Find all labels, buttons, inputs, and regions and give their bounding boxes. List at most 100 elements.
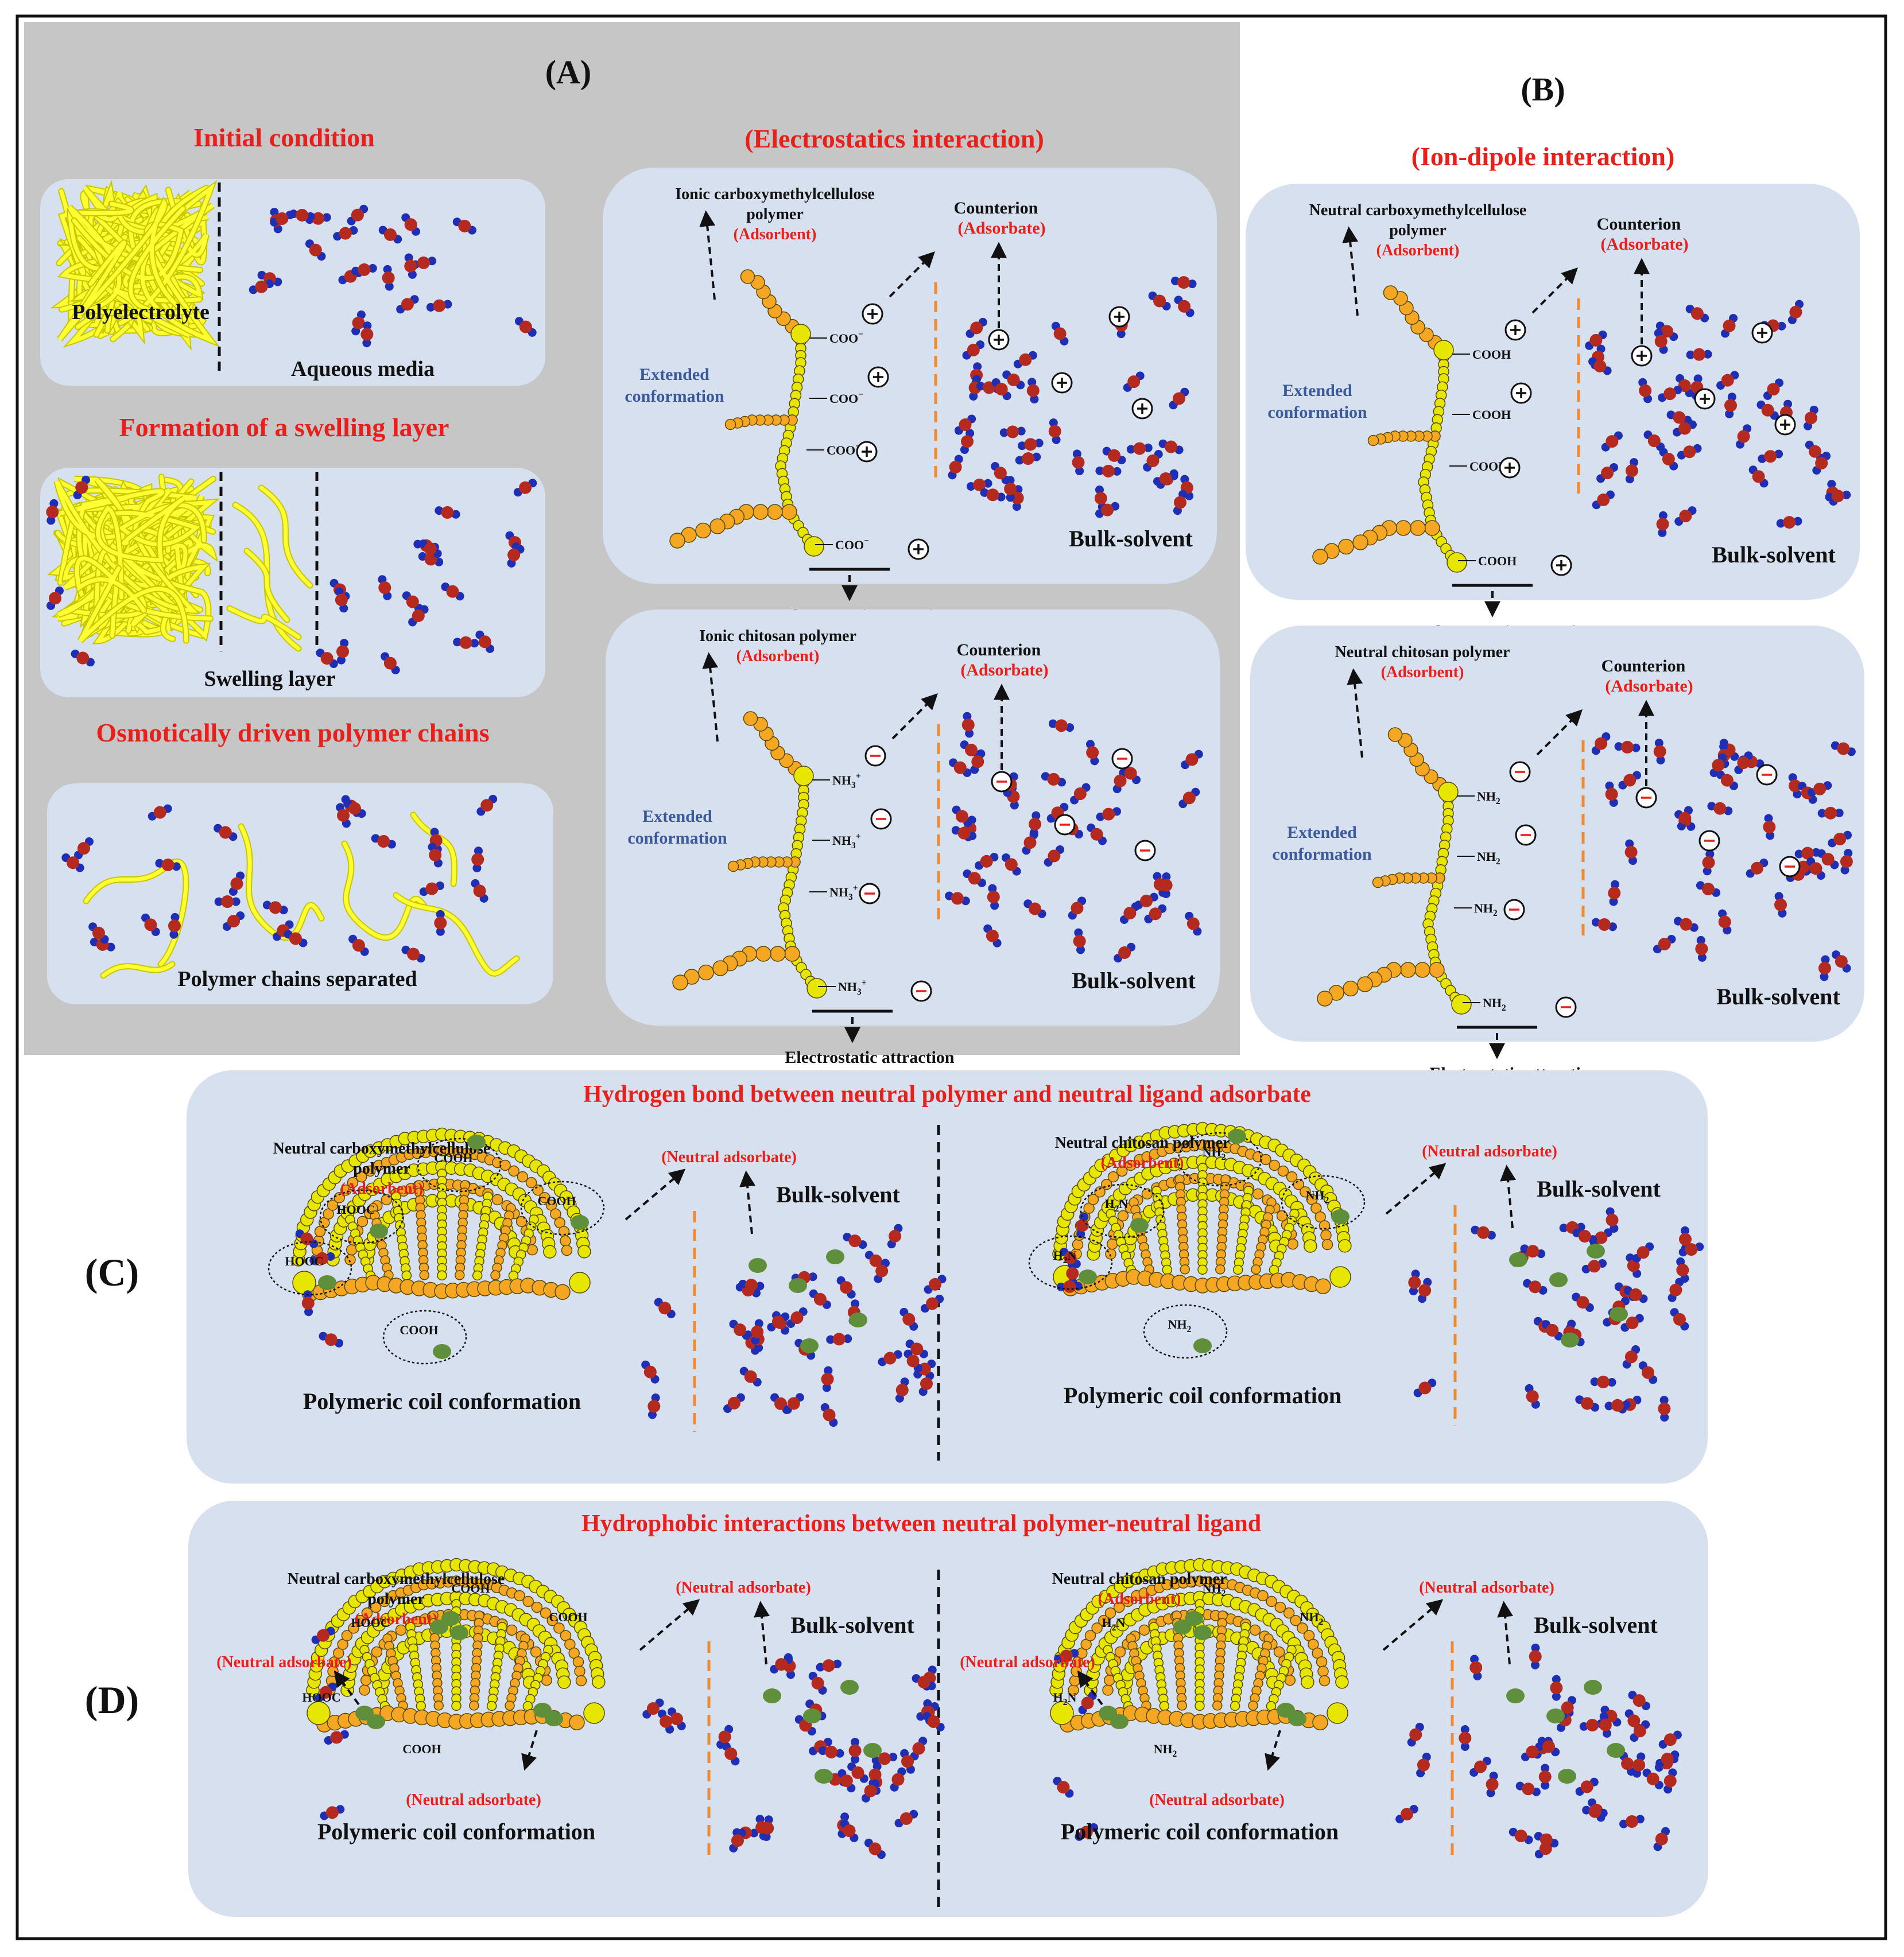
oxygen-atom [1690, 307, 1704, 320]
hydrogen-atom [1012, 502, 1021, 511]
dashed-arrow [702, 652, 719, 742]
bulk-solvent-label: Bulk-solvent [790, 1612, 914, 1638]
dashed-arrow [1500, 1164, 1517, 1229]
oxygen-atom [899, 1812, 913, 1825]
oxygen-atom [1578, 1230, 1591, 1243]
oxygen-atom [1712, 759, 1725, 772]
hbond-region [382, 1310, 467, 1365]
oxygen-atom [1417, 1758, 1430, 1772]
polymer-bead [727, 860, 739, 872]
oxygen-atom [1022, 452, 1035, 465]
oxygen-atom [1632, 1758, 1646, 1772]
hydrogen-atom [1170, 277, 1180, 286]
polymer-bead [1103, 1675, 1115, 1686]
water-molecule [1408, 1269, 1421, 1296]
functional-group: NH2 [1306, 1188, 1329, 1205]
oxygen-atom [731, 1834, 744, 1847]
water-molecule [1013, 351, 1037, 368]
oxygen-atom [1813, 782, 1827, 795]
hydrogen-atom [340, 639, 349, 648]
water-molecule [1048, 719, 1075, 732]
polymer-bead [360, 1675, 372, 1686]
oxygen-atom [1621, 740, 1634, 754]
oxygen-atom [1804, 411, 1817, 425]
panel-c-label: (C) [85, 1251, 139, 1294]
oxygen-atom [883, 1352, 897, 1365]
hydrogen-atom [1820, 972, 1829, 981]
neutral-adsorbate-label: (Neutral adsorbate) [216, 1653, 352, 1671]
oxygen-atom [724, 1747, 738, 1760]
neutral-adsorbate-label: (Neutral adsorbate) [960, 1653, 1095, 1671]
oxygen-atom [1048, 849, 1061, 863]
swelling-strand [259, 486, 312, 588]
water-molecule [1625, 458, 1639, 484]
oxygen-atom [1597, 1376, 1610, 1389]
neutral-adsorbate [467, 1135, 486, 1150]
water-molecule [262, 900, 288, 915]
polymer-bead [1114, 1646, 1126, 1658]
oxygen-atom [1593, 359, 1607, 372]
oxygen-atom [75, 481, 88, 494]
oxygen-atom [377, 834, 390, 848]
water-molecule [1632, 1242, 1654, 1263]
polymer-bead [1410, 520, 1426, 536]
group-base: COOH [402, 1742, 441, 1756]
water-molecule [335, 587, 348, 613]
bulk-solvent-label: Bulk-solvent [1712, 542, 1836, 568]
hydrogen-atom [1609, 897, 1618, 906]
hydrogen-atom [1603, 1729, 1612, 1738]
oxygen-atom [301, 1296, 315, 1310]
oxygen-atom [1026, 384, 1040, 397]
hydrogen-atom [1680, 1226, 1689, 1235]
water-molecule [729, 1828, 746, 1853]
polymer-bead [1329, 1266, 1351, 1288]
water-molecule [1060, 1248, 1081, 1268]
water-molecule [1626, 1253, 1642, 1278]
neutral-adsorbate [1607, 1743, 1625, 1758]
water-molecule [818, 1745, 844, 1758]
anion-icon [1503, 899, 1525, 921]
anion-icon [859, 883, 881, 904]
neutral-adsorbate [1584, 1680, 1602, 1695]
oxygen-atom [1833, 833, 1847, 846]
oxygen-atom [227, 914, 241, 927]
group-base: COOH [451, 1581, 490, 1595]
oxygen-atom [1178, 300, 1191, 313]
water-molecule [1087, 823, 1107, 845]
polymer-bead [1286, 1171, 1298, 1183]
group-base: COOH [1472, 347, 1511, 362]
water-molecule [1804, 405, 1818, 430]
cation-icon [856, 441, 878, 463]
hydrogen-atom [1161, 890, 1170, 899]
neutral-adsorbate [441, 1611, 460, 1626]
hydrogen-atom [1006, 493, 1015, 502]
polymer-bead [672, 974, 688, 991]
oxygen-atom [1028, 902, 1041, 915]
polymer-bead [743, 711, 758, 726]
oxygen-atom [1090, 828, 1103, 841]
scene-box [1250, 626, 1864, 1042]
functional-group: H2N [1053, 1690, 1077, 1707]
group-base: COOH [400, 1323, 438, 1337]
hbond-region [417, 1137, 502, 1193]
water-molecule [284, 930, 308, 948]
water-molecule [965, 317, 987, 338]
polymer-bead [371, 1646, 383, 1658]
oxygen-atom [1094, 492, 1107, 505]
oxygen-atom [1605, 787, 1618, 801]
neutral-adsorbate [450, 1625, 468, 1640]
water-molecule [214, 824, 238, 841]
functional-group: COO− [827, 441, 860, 457]
oxygen-atom [1627, 1259, 1640, 1272]
group-subscript: 3 [851, 841, 856, 851]
adsorbate-label: (Adsorbate) [1605, 677, 1693, 696]
water-molecule [434, 910, 447, 936]
hydrogen-atom [1489, 1771, 1498, 1780]
water-molecule [319, 1331, 343, 1348]
polymer-bead [517, 1171, 529, 1183]
water-molecule [61, 853, 84, 872]
water-molecule [515, 317, 537, 337]
oxygen-atom [878, 1752, 891, 1765]
oxygen-atom [848, 1234, 862, 1248]
neutral-adsorbate-label: (Neutral adsorbate) [1419, 1579, 1554, 1597]
